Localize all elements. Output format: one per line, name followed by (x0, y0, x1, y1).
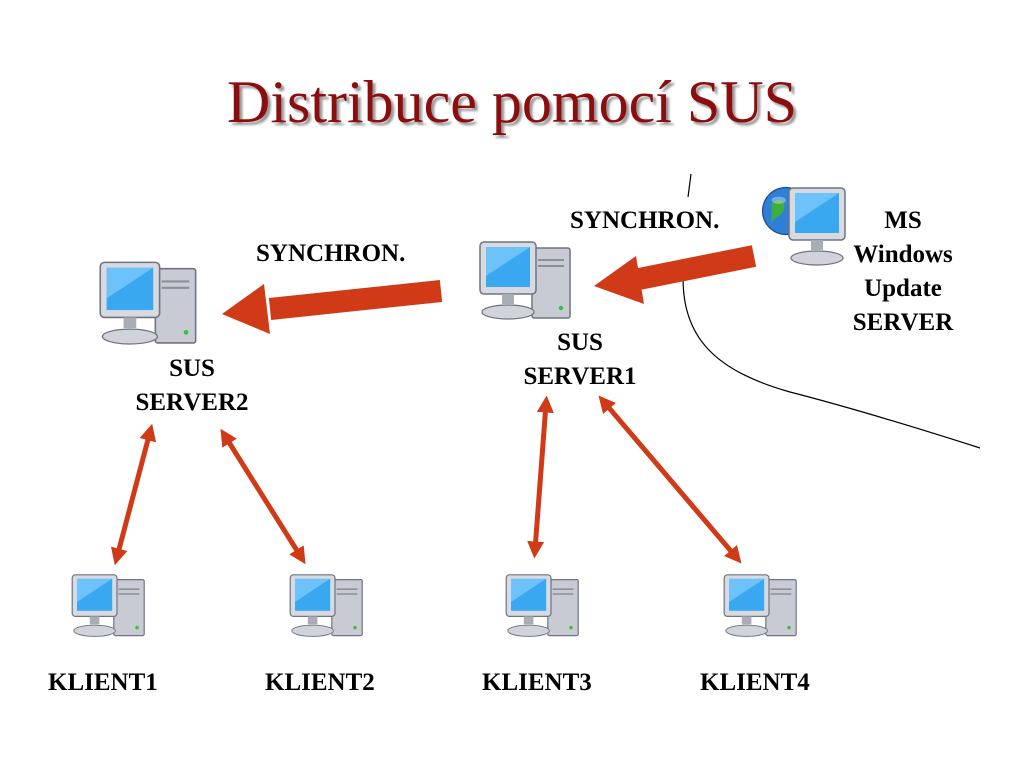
computer-icon (289, 574, 363, 637)
sync-arrow-server1-to-server2 (222, 280, 443, 334)
server1-label: SUS SERVER1 (505, 326, 655, 394)
computer-icon (723, 574, 797, 637)
link-server2-client2 (220, 428, 306, 565)
boundary-curve-short (687, 173, 692, 198)
computer-icon (505, 574, 579, 637)
link-server1-client3 (527, 395, 554, 559)
ms-label-line: Update (864, 275, 942, 302)
client3-label: KLIENT3 (482, 669, 592, 696)
client1-label: KLIENT1 (48, 669, 158, 696)
sync-label-lower: SYNCHRON. (256, 240, 406, 267)
monitor-icon (788, 187, 846, 266)
sync-arrow-ms-to-server1 (594, 245, 757, 304)
ms-update-server-label: MS Windows Update SERVER (843, 204, 963, 340)
slide-title: Distribuce pomocí SUS (227, 69, 797, 135)
link-server2-client1 (110, 423, 157, 566)
ms-label-line: Windows (853, 241, 953, 268)
computer-icon (479, 241, 571, 320)
sync-label-upper: SYNCHRON. (570, 207, 720, 234)
client4-label: KLIENT4 (700, 669, 810, 696)
server2-label-line: SUS (169, 355, 215, 382)
server1-label-line: SUS (557, 329, 603, 356)
computer-icon (99, 261, 197, 345)
link-server1-client4 (598, 395, 742, 564)
client2-label: KLIENT2 (265, 669, 375, 696)
ms-label-line: MS (884, 207, 922, 234)
server2-label-line: SERVER2 (135, 389, 249, 416)
server2-label: SUS SERVER2 (117, 352, 267, 420)
boundary-curve-long (682, 261, 981, 449)
server1-label-line: SERVER1 (523, 363, 637, 390)
ms-label-line: SERVER (852, 309, 954, 336)
computer-icon (71, 574, 145, 637)
